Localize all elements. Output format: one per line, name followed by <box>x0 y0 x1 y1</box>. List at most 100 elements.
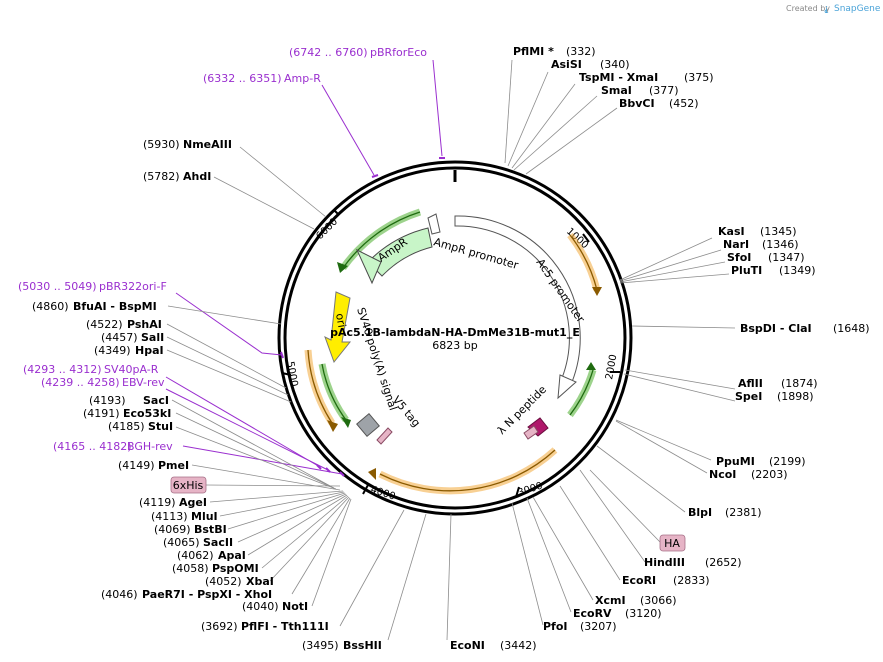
site-pos: (4058) <box>172 562 209 575</box>
site-name: PmeI <box>158 459 189 472</box>
site-pos: (1347) <box>768 251 805 264</box>
site-name: HindIII <box>644 556 685 569</box>
site-name: PshAI <box>127 318 162 331</box>
primer-pbrforeco-range: (6742 .. 6760) <box>289 46 368 59</box>
tick-label: 2000 <box>604 354 619 381</box>
site-name: PluTI <box>731 264 762 277</box>
backbone-inner <box>283 166 627 510</box>
site-pos: (1346) <box>762 238 799 251</box>
site-pos: (4193) <box>89 394 126 407</box>
tick-label: 5000 <box>284 361 299 388</box>
site-name: EcoNI <box>450 639 485 652</box>
primer-leader <box>175 292 283 356</box>
tick-label: 6000 <box>314 216 340 242</box>
site-name: KasI <box>718 225 745 238</box>
primer-ampr-name: Amp-R <box>284 72 321 85</box>
site-pos: (3120) <box>625 607 662 620</box>
site-name: NarI <box>723 238 749 251</box>
site-pos: (4860) <box>32 300 69 313</box>
site-pos: (1648) <box>833 322 870 335</box>
site-pos: (452) <box>669 97 699 110</box>
primer-leader <box>165 388 329 471</box>
primer-ebv-range: (4239 .. 4258) <box>41 376 120 389</box>
orf-arc-5-line <box>321 363 347 421</box>
primer-leader <box>321 84 375 176</box>
credit-snapgene-logo-icon: ⸘ <box>824 4 829 14</box>
site-leaders-left <box>166 146 427 641</box>
site-name: BstBI <box>194 523 227 536</box>
tick-mark <box>333 209 340 216</box>
sv40-feature <box>356 413 380 437</box>
site-pos: (4052) <box>205 575 242 588</box>
his-tag-badge <box>170 476 207 494</box>
his-tag-label: 6xHis <box>173 479 204 492</box>
ori-label: ori <box>333 312 348 328</box>
plasmid-size: 6823 bp <box>432 339 477 352</box>
orf-arc-3-arrowhead <box>368 468 376 480</box>
primer-mark <box>371 174 379 178</box>
site-pos: (4185) <box>108 420 145 433</box>
site-pos: (4349) <box>94 344 131 357</box>
site-name: PflFI - Tth111I <box>241 620 329 633</box>
primer-leader <box>432 59 443 157</box>
ori-feature <box>324 291 352 364</box>
site-pos: (4119) <box>139 496 176 509</box>
ha-tag-label: HA <box>664 537 680 550</box>
site-name: BfuAI - BspMI <box>73 300 157 313</box>
site-name: SalI <box>141 331 164 344</box>
primer-bgh-name: BGH-rev <box>127 440 173 453</box>
site-pos: (3692) <box>201 620 238 633</box>
site-pos: (4522) <box>86 318 123 331</box>
site-pos: (2381) <box>725 506 762 519</box>
site-pos: (2199) <box>769 455 806 468</box>
site-name: AhdI <box>183 170 211 183</box>
tick-mark <box>582 233 590 243</box>
site-pos: (340) <box>600 58 630 71</box>
site-pos: (3442) <box>500 639 537 652</box>
plasmid-name: pAc5.1B-lambdaN-HA-DmMe31B-mut1_E <box>330 326 580 339</box>
tick-mark <box>515 486 520 498</box>
site-pos: (4457) <box>101 331 138 344</box>
primer-ampr-range: (6332 .. 6351) <box>203 72 282 85</box>
site-name: PaeR7I - PspXI - XhoI <box>142 588 272 601</box>
ampr-promoter-feature <box>427 213 441 235</box>
ha-tag-leader <box>589 469 661 543</box>
ampr-promoter-label: AmpR promoter <box>432 235 520 272</box>
site-name: BbvCI <box>619 97 655 110</box>
site-pos: (4046) <box>101 588 138 601</box>
ampr-arrowhead <box>355 248 382 285</box>
site-pos: (1349) <box>779 264 816 277</box>
site-pos: (1874) <box>781 377 818 390</box>
primer-leader <box>165 376 321 468</box>
site-pos: (4065) <box>163 536 200 549</box>
primer-pbrforeco-name: pBRforEco <box>370 46 427 59</box>
site-name: PspOMI <box>212 562 259 575</box>
site-pos: (2203) <box>751 468 788 481</box>
orf-arc-3-line <box>379 449 556 492</box>
ac5-promoter-arrowhead <box>557 374 577 400</box>
site-name: HpaI <box>135 344 164 357</box>
credit-brand: SnapGene <box>834 4 881 14</box>
site-pos: (377) <box>649 84 679 97</box>
site-pos: (5782) <box>143 170 180 183</box>
site-name: TspMI - XmaI <box>579 71 658 84</box>
site-pos: (3207) <box>580 620 617 633</box>
site-name: MluI <box>191 510 218 523</box>
site-name: PfoI <box>543 620 568 633</box>
ac5-promoter-label: Ac5 promoter <box>534 256 588 325</box>
site-name: EcoRV <box>573 607 612 620</box>
site-pos: (2833) <box>673 574 710 587</box>
site-pos: (375) <box>684 71 714 84</box>
primer-sv40pa-range: (4293 .. 4312) <box>23 363 102 376</box>
site-name: PflMI * <box>513 45 554 58</box>
orf-arc-5-arrowhead <box>341 417 351 428</box>
credit-prefix: Created by <box>786 4 830 13</box>
site-name: AgeI <box>179 496 207 509</box>
site-name: StuI <box>148 420 173 433</box>
site-pos: (3066) <box>640 594 677 607</box>
site-name: XbaI <box>246 575 274 588</box>
orf-arc-1-arrowhead <box>592 287 602 296</box>
site-pos: (2652) <box>705 556 742 569</box>
ha-tag-feature <box>523 425 539 440</box>
